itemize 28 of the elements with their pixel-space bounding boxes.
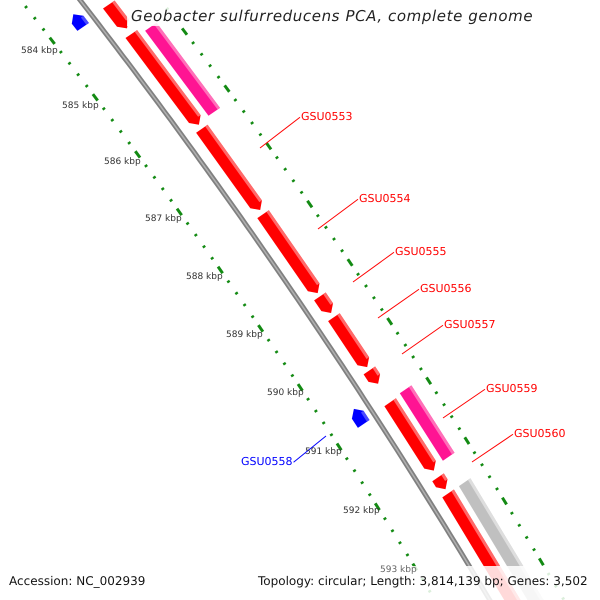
tick-label: 586 kbp (104, 157, 141, 168)
leader-line (318, 198, 358, 230)
leader-line (293, 436, 326, 463)
accession-text: Accession: NC_002939 (9, 574, 146, 588)
tick-label: 591 kbp (305, 447, 342, 458)
gene-label: GSU0558 (241, 455, 293, 468)
tick-label: 592 kbp (343, 506, 380, 517)
gene-label: GSU0560 (514, 427, 566, 440)
gene-label: GSU0559 (486, 382, 538, 396)
genome-summary-text: Topology: circular; Length: 3,814,139 bp; Genes: 3,502 (258, 574, 588, 588)
leader-line (442, 388, 486, 418)
tick-label: 585 kbp (62, 101, 99, 112)
tick-label: 588 kbp (186, 272, 223, 283)
gene-label: GSU0557 (444, 318, 496, 332)
leader-line (378, 288, 420, 318)
leader-line (402, 324, 444, 354)
tick-label: 584 kbp (21, 46, 58, 57)
tick-label: 589 kbp (226, 330, 263, 341)
leader-line (352, 252, 394, 282)
gene-label: GSU0555 (395, 245, 447, 258)
leader-line (260, 116, 300, 148)
tick-label: 587 kbp (145, 214, 182, 225)
gene-label: GSU0556 (420, 282, 472, 296)
tick-label: 590 kbp (267, 388, 304, 399)
tick-label: 593 kbp (380, 565, 417, 576)
gene-label: GSU0553 (301, 110, 353, 124)
gene-label: GSU0554 (359, 192, 411, 206)
leader-line (472, 434, 514, 462)
